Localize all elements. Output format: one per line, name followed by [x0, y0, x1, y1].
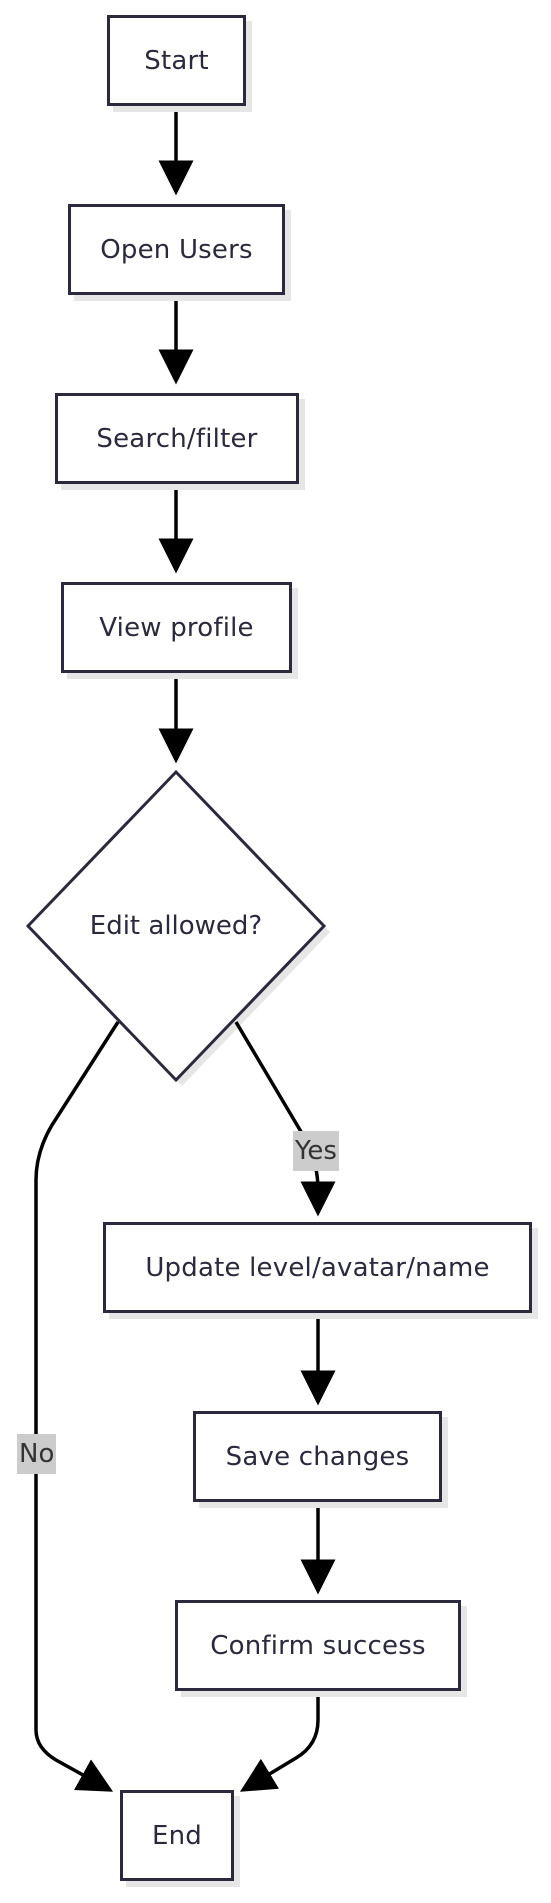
edge-label-yes-text: Yes: [295, 1136, 337, 1166]
edge-label-yes: Yes: [293, 1131, 339, 1171]
node-search-filter: Search/filter: [55, 393, 299, 484]
node-confirm-success-label: Confirm success: [210, 1630, 426, 1661]
edge-confirm-to-end: [240, 1692, 320, 1792]
edge-yes-to-update: [234, 1021, 336, 1217]
decision-diamond: [25, 769, 327, 1083]
node-confirm-success: Confirm success: [175, 1600, 461, 1691]
node-start: Start: [107, 15, 246, 106]
node-save-changes: Save changes: [193, 1411, 442, 1502]
node-save-changes-label: Save changes: [225, 1441, 410, 1472]
node-update-fields-label: Update level/avatar/name: [145, 1252, 490, 1283]
node-view-profile: View profile: [61, 582, 292, 673]
node-update-fields: Update level/avatar/name: [103, 1222, 532, 1313]
node-end: End: [120, 1790, 234, 1881]
decision-text: Edit allowed?: [89, 911, 263, 941]
node-edit-allowed-label: Edit allowed?: [90, 911, 262, 941]
node-end-label: End: [151, 1820, 202, 1851]
node-search-filter-label: Search/filter: [96, 423, 258, 454]
edge-label-no-text: No: [19, 1439, 55, 1469]
node-open-users: Open Users: [68, 204, 285, 295]
node-start-label: Start: [144, 45, 209, 76]
edge-label-no: No: [17, 1434, 57, 1474]
node-open-users-label: Open Users: [100, 234, 253, 265]
node-view-profile-label: View profile: [99, 612, 254, 643]
edge-no-to-end: [34, 1021, 120, 1792]
